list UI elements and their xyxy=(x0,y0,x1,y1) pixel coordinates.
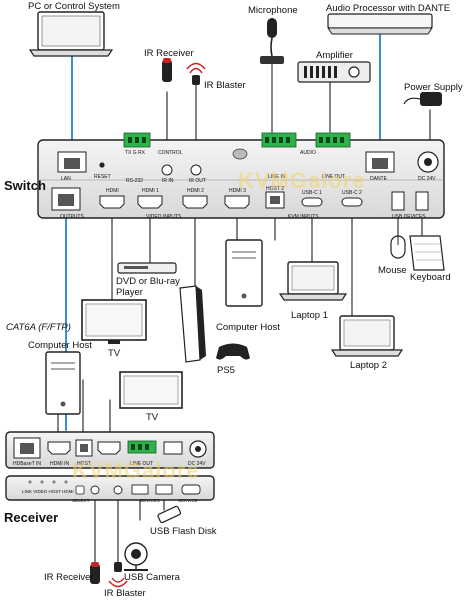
ir-blaster-bottom-icon xyxy=(108,562,128,588)
panel-label-hdbaset-in: HDBaseT IN xyxy=(13,461,41,467)
label-receiver: Receiver xyxy=(4,510,59,525)
label-laptop-2: Laptop 2 xyxy=(350,360,387,371)
label-keyboard: Keyboard xyxy=(410,272,451,283)
panel-label-rcv-service: SERVICE xyxy=(178,498,198,503)
ir-blaster-top-icon xyxy=(186,62,206,85)
power-supply-icon xyxy=(403,92,442,106)
label-ir-blaster-bottom: IR Blaster xyxy=(104,588,146,599)
watermark-bottom: KVMGalore xyxy=(72,458,200,483)
computer-host-left-icon xyxy=(45,351,81,415)
label-switch: Switch xyxy=(4,178,46,193)
panel-label-reset: RESET xyxy=(94,174,111,180)
panel-label-control: CONTROL xyxy=(158,150,183,156)
laptop-1-icon xyxy=(278,261,348,301)
ps5-console-icon xyxy=(179,285,206,363)
label-amplifier: Amplifier xyxy=(316,50,353,61)
audio-processor-icon xyxy=(327,13,433,35)
panel-label-hdmi1: HDMI 1 xyxy=(142,188,159,194)
panel-label-usbc2: USB-C 2 xyxy=(342,190,362,196)
label-ps5: PS5 xyxy=(217,365,235,376)
ir-receiver-bottom-icon xyxy=(90,562,100,584)
panel-label-dante: DANTE xyxy=(370,176,387,182)
panel-label-ir-in: IR IN xyxy=(162,178,174,184)
microphone-icon xyxy=(260,18,284,64)
label-computer-host-top: Computer Host xyxy=(216,322,280,333)
panel-label-rs232: RS-232 xyxy=(126,178,143,184)
panel-label-host2: HOST 2 xyxy=(266,186,284,192)
ps5-controller-icon xyxy=(216,343,250,360)
panel-label-dc24v: DC 24V xyxy=(418,176,436,182)
label-tv-left: TV xyxy=(108,348,121,359)
keyboard-icon xyxy=(409,235,445,271)
mouse-icon xyxy=(390,235,406,259)
watermark-top: KVMGalore xyxy=(238,168,366,193)
label-pc: PC or Control System xyxy=(28,1,120,12)
label-ir-receiver-top: IR Receiver xyxy=(144,48,194,59)
receiver-rear-panel xyxy=(5,431,215,469)
computer-host-top-icon xyxy=(225,239,263,307)
panel-label-outputs: OUTPUTS xyxy=(60,214,84,220)
panel-label-kvm-inputs: KVM INPUTS xyxy=(288,214,319,220)
switch-panel xyxy=(37,132,445,219)
panel-label-rcv-devices: DEVICES xyxy=(140,498,160,503)
label-computer-host-left: Computer Host xyxy=(28,340,92,351)
pc-laptop-icon xyxy=(28,11,114,57)
panel-label-hdmi-in: HDMI IN xyxy=(50,461,70,467)
usb-camera-icon xyxy=(124,542,148,571)
label-usb-camera: USB Camera xyxy=(124,572,180,583)
panel-label-ir-out: IR OUT xyxy=(189,178,206,184)
panel-label-hdmi: HDMI xyxy=(106,188,119,194)
label-ir-blaster-top: IR Blaster xyxy=(204,80,246,91)
panel-label-usbc1: USB-C 1 xyxy=(302,190,322,196)
tv-left-icon xyxy=(81,299,147,344)
panel-label-rcv-select: SELECT xyxy=(72,498,90,503)
label-tv-right: TV xyxy=(146,412,159,423)
panel-label-hdmi2: HDMI 2 xyxy=(187,188,204,194)
panel-label-lan: LAN xyxy=(61,176,71,182)
panel-label-video-inputs: VIDEO INPUTS xyxy=(146,214,182,220)
panel-label-line-out: LINE OUT xyxy=(322,174,346,180)
label-usb-flash-disk: USB Flash Disk xyxy=(150,526,217,537)
label-power-supply: Power Supply xyxy=(404,82,463,93)
label-ir-receiver-bottom: IR Receiver xyxy=(44,572,94,583)
panel-label-rcv-line-out: LINE OUT xyxy=(130,461,154,467)
amplifier-icon xyxy=(297,61,371,83)
label-audio-processor: Audio Processor with DANTE xyxy=(326,3,451,14)
usb-flash-disk-icon xyxy=(157,505,182,524)
dvd-player-icon xyxy=(117,262,177,274)
label-laptop-1: Laptop 1 xyxy=(291,310,328,321)
receiver-front-panel xyxy=(5,475,215,501)
laptop-2-icon xyxy=(330,315,404,357)
ir-receiver-top-icon xyxy=(162,58,172,82)
panel-label-rcv-leds: LINK VIDEO HOST HDMI xyxy=(22,489,74,494)
label-cat6a: CAT6A (F/FTP) xyxy=(6,322,71,333)
panel-label-rcv-dc: DC 24V xyxy=(188,461,206,467)
panel-label-tx-rx: TX G RX xyxy=(125,150,146,156)
panel-label-line-in: LINE IN xyxy=(268,174,286,180)
panel-label-hdmi3: HDMI 3 xyxy=(229,188,246,194)
panel-label-audio: AUDIO xyxy=(300,150,316,156)
panel-label-host: HOST xyxy=(77,461,91,467)
panel-label-usb-devices: USB DEVICES xyxy=(392,214,426,220)
label-mouse: Mouse xyxy=(378,265,407,276)
tv-right-icon xyxy=(119,371,183,409)
label-dvd: DVD or Blu-ray Player xyxy=(116,276,180,298)
label-microphone: Microphone xyxy=(248,5,298,16)
